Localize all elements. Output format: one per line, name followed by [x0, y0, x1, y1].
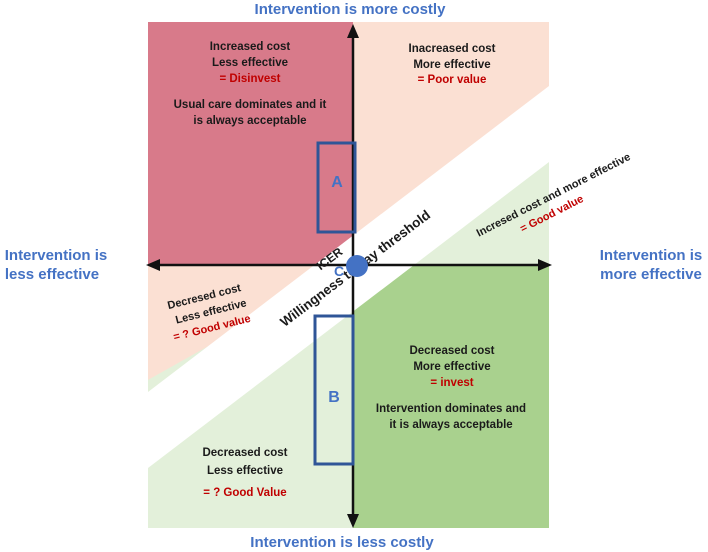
axis-label-left-1: Intervention is [5, 247, 108, 264]
point-c-marker [346, 255, 368, 277]
bl-verdict: = ? Good Value [203, 487, 286, 499]
box-a [316, 141, 357, 234]
point-c-label: C [334, 263, 344, 279]
quadrant-bottom-right [353, 265, 549, 528]
br-note2: it is always acceptable [389, 419, 512, 431]
br-line1: Decreased cost [409, 345, 494, 357]
threshold-band [148, 86, 549, 468]
tr-line1: Inacreased cost [409, 43, 496, 55]
axis-label-bottom: Intervention is less costly [250, 534, 434, 551]
tl-line1: Increased cost [210, 41, 291, 53]
axis-label-left-2: less effective [5, 266, 99, 283]
axis-label-right-1: Intervention is [600, 247, 703, 264]
tl-verdict: = Disinvest [219, 73, 280, 85]
arrow-right-icon [538, 259, 552, 271]
tl-line2: Less effective [212, 57, 288, 69]
axis-label-right-2: more effective [600, 266, 702, 283]
br-line2: More effective [413, 361, 490, 373]
arrow-left-icon [146, 259, 160, 271]
bl-line2: Less effective [207, 465, 283, 477]
br-verdict: = invest [430, 377, 473, 389]
box-b-label: B [328, 389, 340, 406]
br-note1: Intervention dominates and [376, 403, 526, 415]
box-a-label: A [331, 174, 343, 191]
arrow-up-icon [347, 24, 359, 38]
bl-line1: Decreased cost [202, 447, 287, 459]
box-b [313, 314, 355, 466]
tl-note2: is always acceptable [193, 115, 306, 127]
tl-note1: Usual care dominates and it [174, 99, 327, 111]
axis-label-top: Intervention is more costly [255, 1, 447, 18]
tr-line2: More effective [413, 59, 490, 71]
arrow-down-icon [347, 514, 359, 528]
tr-verdict: = Poor value [418, 74, 487, 86]
